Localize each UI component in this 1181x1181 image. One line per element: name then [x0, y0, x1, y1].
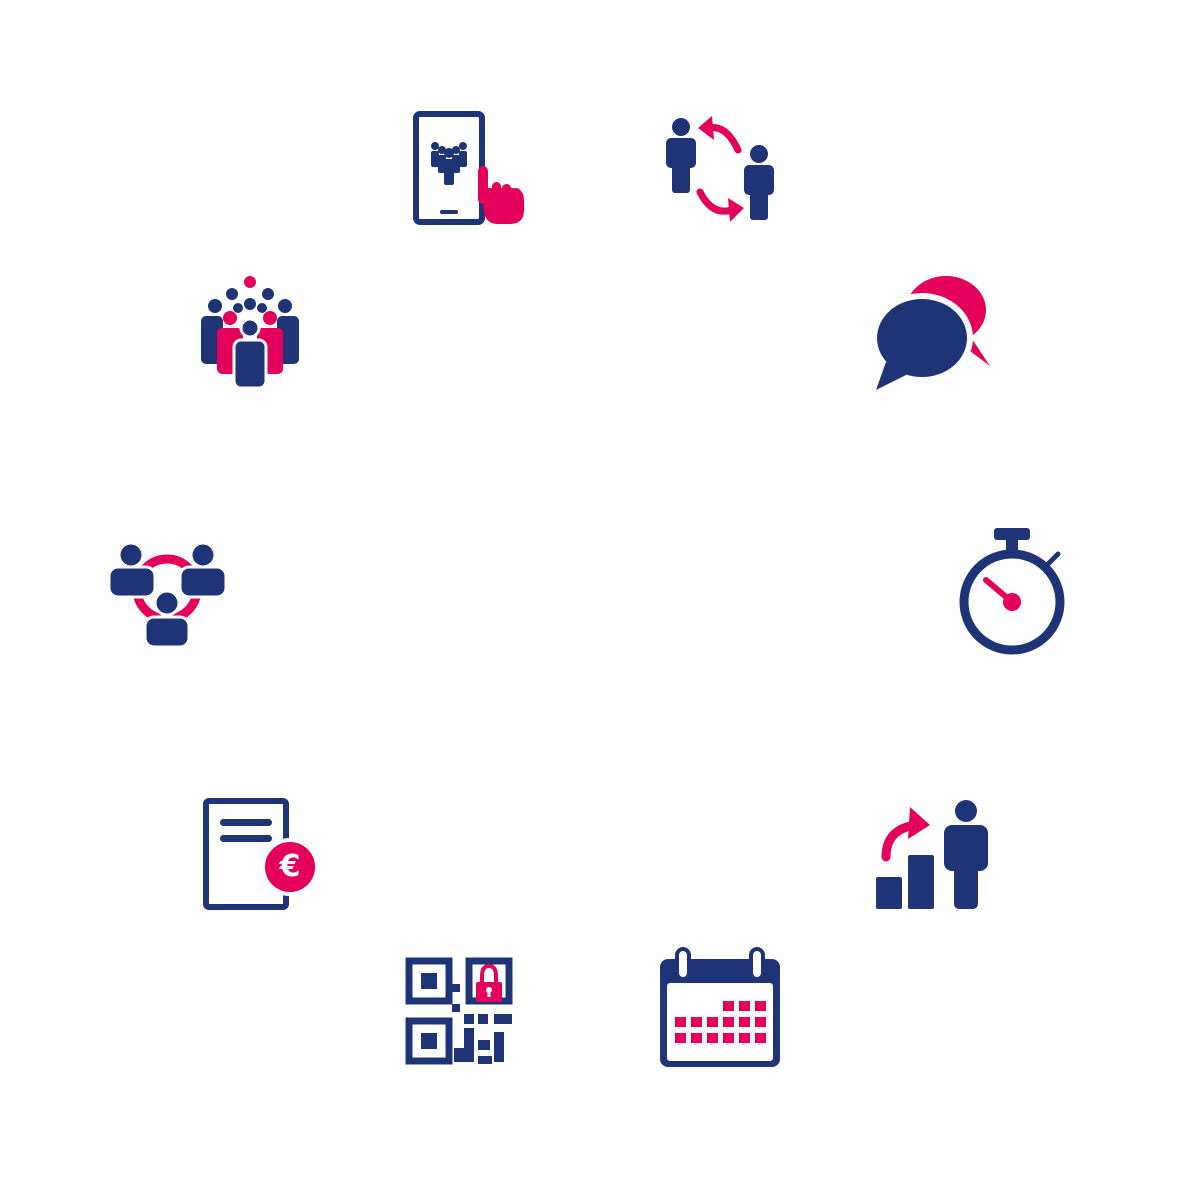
calendar-day-cell [723, 1001, 734, 1011]
people-exchange-icon [660, 110, 780, 225]
calendar-day-cell [675, 1017, 686, 1027]
calendar-day-cell [739, 1033, 750, 1043]
calendar-day-cell [755, 1001, 766, 1011]
calendar-day-cell [691, 1017, 702, 1027]
calendar-day-cell [675, 1033, 686, 1043]
calendar-day-cell [755, 1033, 766, 1043]
qr-code-lock-icon [400, 952, 522, 1072]
calendar-day-cell [755, 1017, 766, 1027]
calendar-day-cell [739, 1001, 750, 1011]
calendar-day-cell [707, 1017, 718, 1027]
euro-symbol: € [279, 849, 301, 884]
calendar-day-cell [707, 1033, 718, 1043]
chat-bubbles-icon [870, 270, 995, 395]
calendar-day-cell [723, 1033, 734, 1043]
stopwatch-icon [950, 522, 1075, 662]
crowd-icon [195, 272, 305, 392]
calendar-day-cell [739, 1017, 750, 1027]
calendar-day-cell [723, 1017, 734, 1027]
mobile-group-touch-icon [400, 108, 530, 228]
growth-chart-person-icon [870, 795, 995, 915]
calendar-day-cell [691, 1033, 702, 1043]
team-network-icon [105, 537, 230, 652]
calendar-icon [655, 943, 785, 1073]
invoice-euro-icon: € [198, 795, 318, 915]
